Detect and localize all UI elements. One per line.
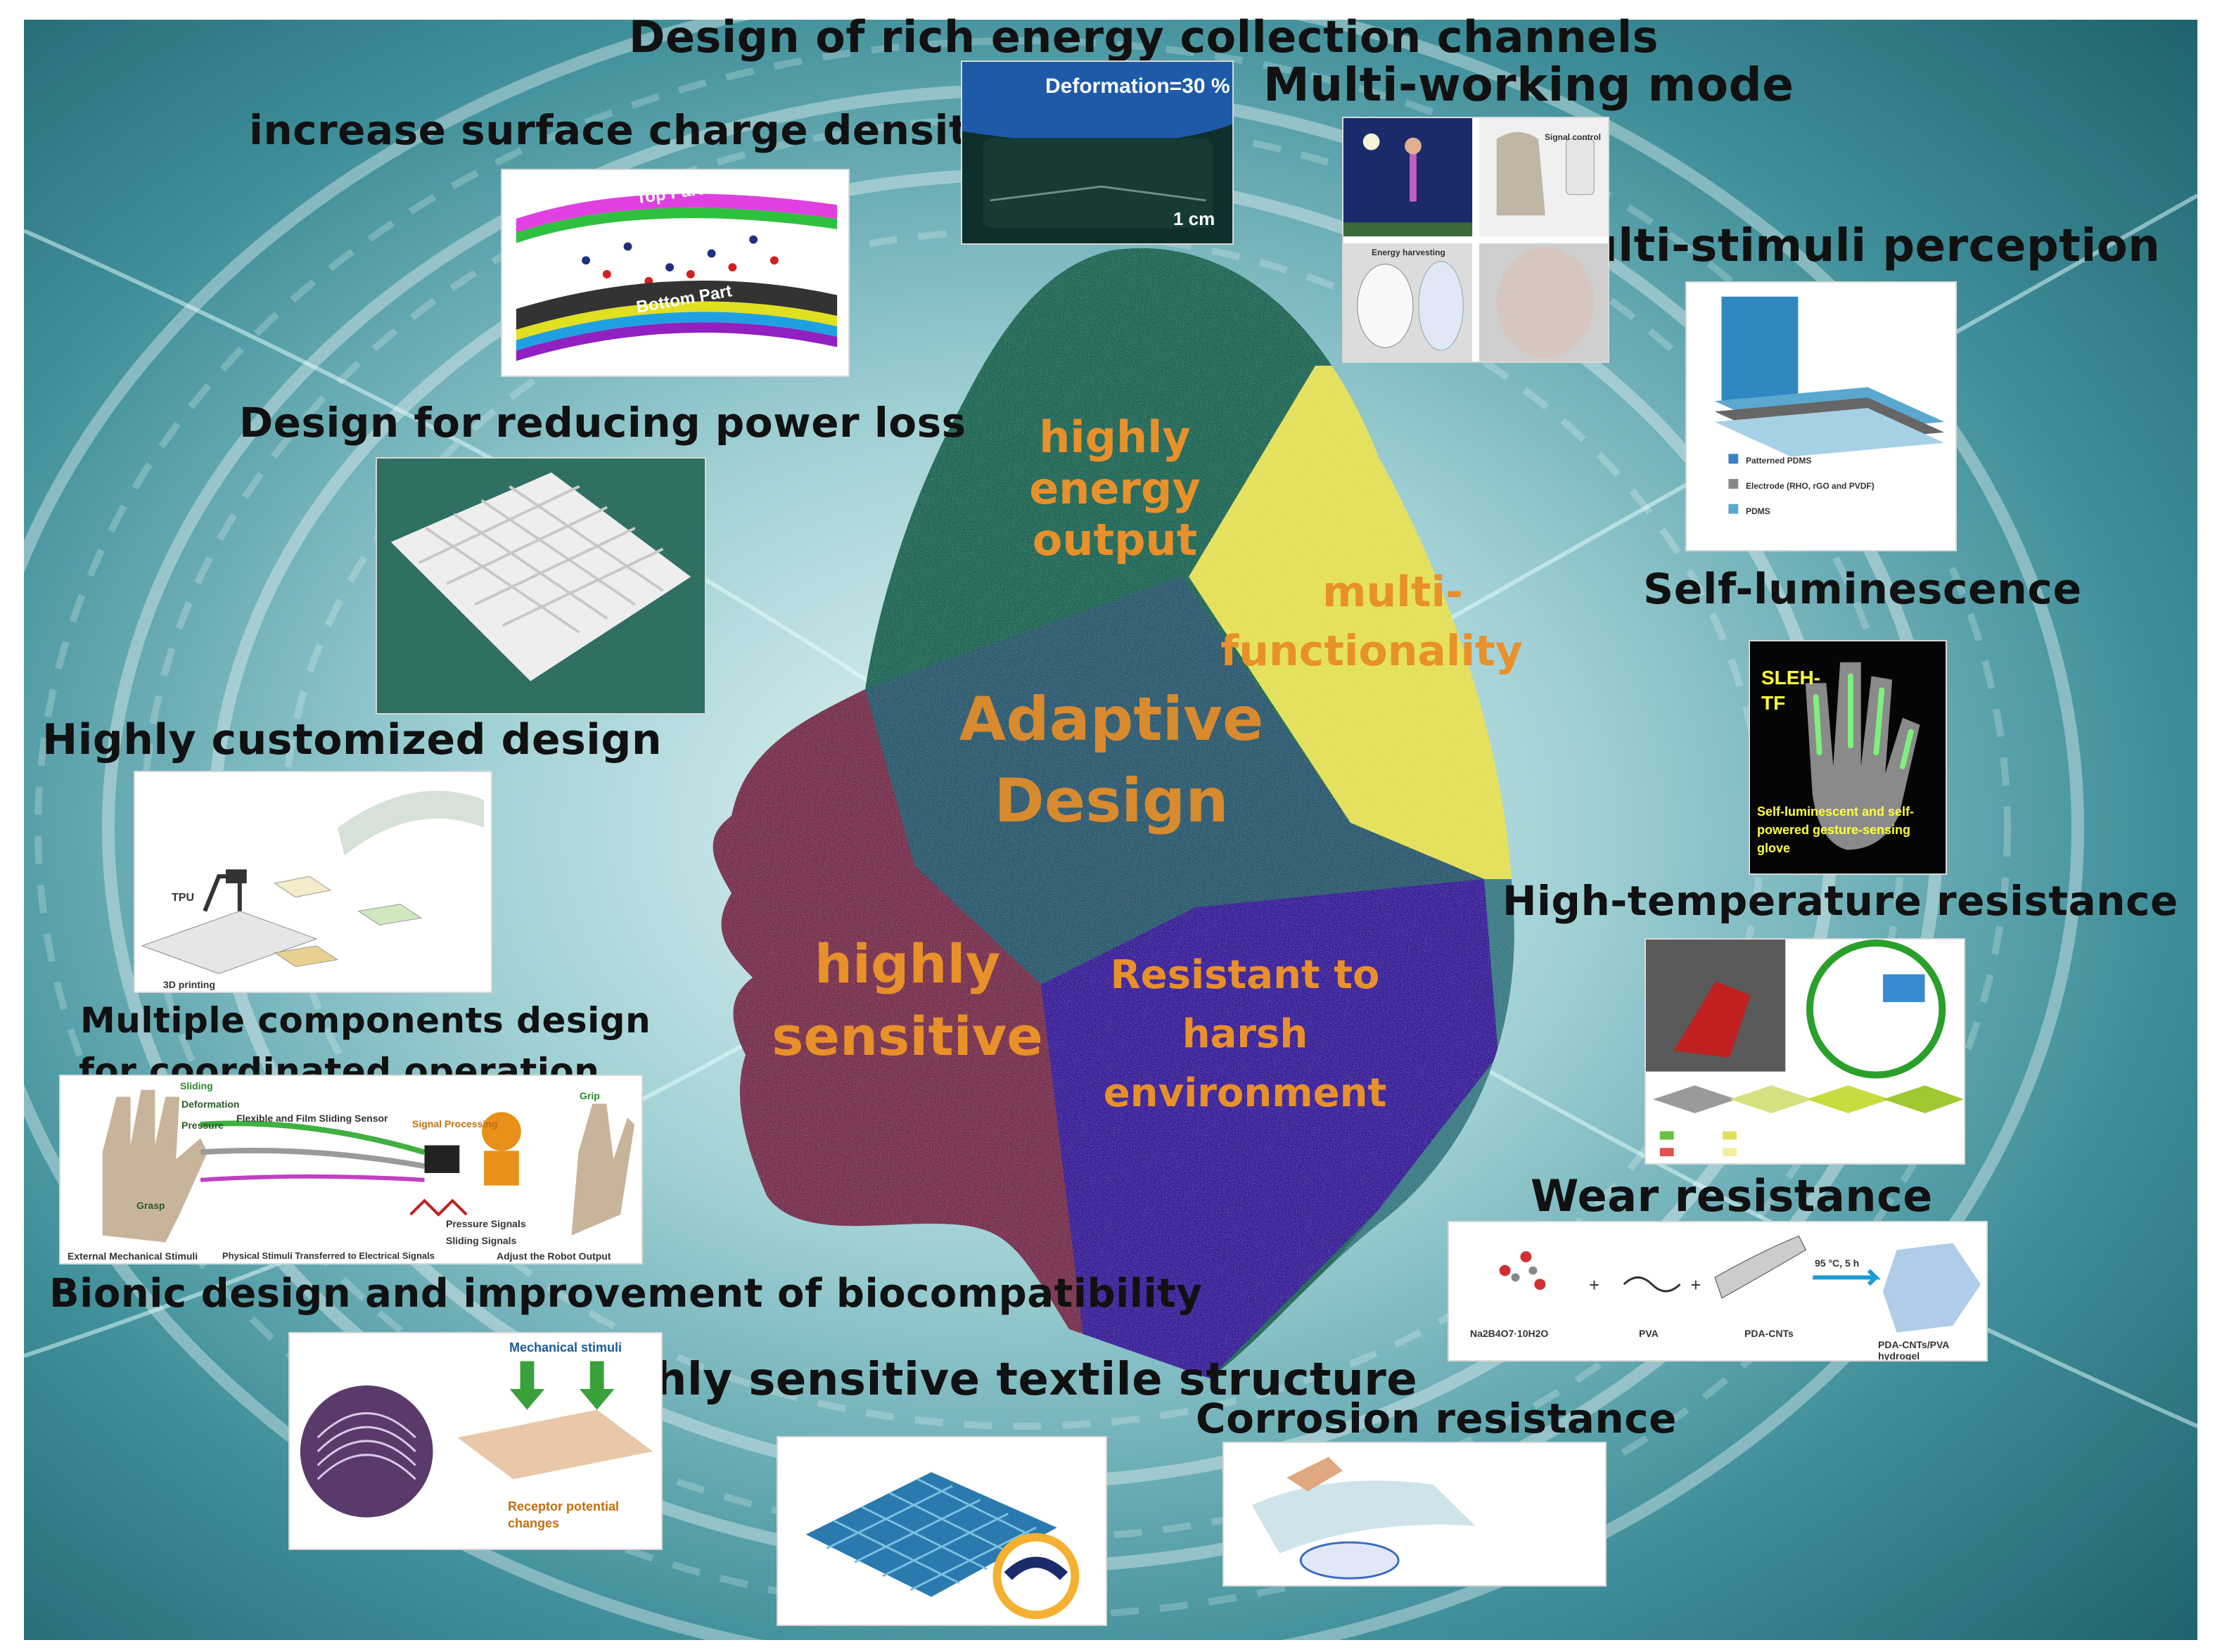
caption-digital-control: Signal control [1545,132,1602,142]
caption-physical: Physical Stimuli Transferred to Electric… [222,1250,435,1261]
caption-tpu: TPU [172,892,194,904]
rich-channels-illustration [962,62,1232,243]
wear-illustration: + + [1449,1222,1986,1360]
caption-glove-1: Self-luminescent and self- [1757,805,1915,819]
caption-sleh-2: TF [1761,692,1786,714]
caption-sensor: Flexible and Film Sliding Sensor [236,1113,388,1124]
svg-text:+: + [1589,1276,1600,1295]
image-textile [777,1436,1107,1626]
textile-illustration [778,1438,1106,1625]
region-teal-fill [865,577,1484,985]
caption-patterned-pdms: Patterned PDMS [1746,456,1812,466]
caption-grasp: Grasp [136,1200,165,1211]
image-multiple-components: Sliding Deformation Pressure Grasp Flexi… [59,1075,643,1264]
caption-hydrogel: PDA-CNTs/PVA hydrogel [1878,1339,1949,1362]
label-power-loss: Design for reducing power loss [239,399,966,447]
high-temp-illustration [1646,940,1964,1163]
caption-electrode: Electrode (RHO, rGO and PVDF) [1746,481,1875,491]
caption-glove-3: glove [1757,841,1791,855]
label-textile: Highly sensitive textile structure [568,1354,1418,1406]
region-resistant-line1: Resistant to [1110,952,1380,998]
caption-sliding: Sliding [180,1080,213,1091]
caption-pressure-signals: Pressure Signals [446,1218,526,1229]
caption-adjust: Adjust the Robot Output [497,1250,611,1262]
caption-pdms: PDMS [1746,506,1770,516]
label-multi-stimuli: Multi-stimuli perception [1540,220,2161,272]
caption-pressure: Pressure [181,1120,224,1131]
region-resistant-line2: harsh [1182,1011,1308,1057]
region-sensitive-line1: highly [814,933,1001,995]
surface-charge-illustration [502,170,848,376]
region-label-adaptive-design: Adaptive Design [936,679,1287,842]
caption-reaction-temp: 95 °C, 5 h [1815,1257,1860,1269]
self-luminescence-illustration [1750,641,1946,873]
label-wear: Wear resistance [1531,1170,1933,1222]
image-power-loss [376,457,706,715]
caption-pda-cnts: PDA-CNTs [1744,1328,1794,1339]
caption-scale: 1 cm [1173,208,1215,229]
image-wear: + + 95 °C, 5 h Na2B4O7·10H2O PVA PDA-CNT… [1448,1221,1988,1362]
region-label-resistant: Resistant to harsh environment [1097,946,1393,1123]
region-label-energy: highly energy output [953,411,1277,565]
region-label-sensitive: highly sensitive [760,928,1055,1072]
label-multiple-components-1: Multiple components design [80,1000,651,1041]
label-corrosion: Corrosion resistance [1196,1395,1677,1442]
label-customized: Highly customized design [42,715,663,764]
multi-working-illustration [1343,118,1608,361]
caption-grip: Grip [580,1090,600,1101]
caption-pva: PVA [1639,1328,1659,1339]
label-bionic: Bionic design and improvement of biocomp… [49,1271,1203,1317]
image-surface-charge: Top Part Bottom Part [501,169,850,377]
region-energy-line1: highly energy [1029,411,1201,515]
caption-external: External Mechanical Stimuli [68,1250,198,1262]
image-corrosion [1222,1442,1607,1587]
region-sensitive-line2: sensitive [772,1004,1043,1068]
label-high-temp: High-temperature resistance [1502,877,2178,925]
caption-printing: 3D printing [163,979,215,990]
region-center-line1: Adaptive [959,684,1264,755]
region-multi-line2: functionality [1220,627,1523,676]
caption-signal-processing: Signal Processing [412,1118,498,1129]
caption-energy-harvesting: Energy harvesting [1372,248,1445,257]
power-loss-illustration [377,459,705,713]
svg-text:+: + [1690,1276,1701,1295]
caption-deformation-small: Deformation [181,1099,240,1110]
customized-illustration [135,772,491,992]
corrosion-illustration [1224,1443,1605,1585]
caption-receptor-1: Receptor potential [508,1499,620,1513]
image-bionic: Mechanical stimuli Receptor potential ch… [288,1332,663,1550]
image-customized: TPU 3D printing [134,771,492,993]
multi-stimuli-illustration [1687,283,1955,550]
caption-deformation: Deformation=30 % [1045,75,1230,98]
bionic-illustration [290,1333,661,1549]
image-multi-working: Signal control Energy harvesting [1342,117,1609,363]
caption-mechanical-stimuli: Mechanical stimuli [509,1340,622,1355]
region-purple-fill [1041,879,1498,1378]
multiple-components-illustration [60,1076,641,1263]
image-multi-stimuli: Patterned PDMS Electrode (RHO, rGO and P… [1685,281,1957,551]
region-energy-line2: output [1032,514,1198,566]
label-multi-working: Multi-working mode [1263,58,1794,112]
region-resistant-line3: environment [1103,1070,1387,1116]
label-rich-channels: Design of rich energy collection channel… [629,11,1659,63]
image-high-temp [1645,938,1965,1165]
caption-receptor-2: changes [508,1516,560,1530]
caption-sliding-signals: Sliding Signals [446,1235,517,1246]
label-self-luminescence: Self-luminescence [1643,565,2082,614]
caption-glove-2: powered gesture-sensing [1757,823,1911,837]
region-multi-line1: multi- [1322,568,1463,617]
region-label-multifunctionality: multi- functionality [1217,563,1526,681]
region-center-line2: Design [994,766,1229,837]
label-surface-charge: increase surface charge density [249,106,996,154]
caption-borax: Na2B4O7·10H2O [1470,1328,1549,1339]
image-rich-channels: Deformation=30 % 1 cm [961,60,1234,245]
image-self-luminescence: SLEH- TF Self-luminescent and self- powe… [1749,640,1947,875]
caption-sleh-1: SLEH- [1761,667,1820,689]
